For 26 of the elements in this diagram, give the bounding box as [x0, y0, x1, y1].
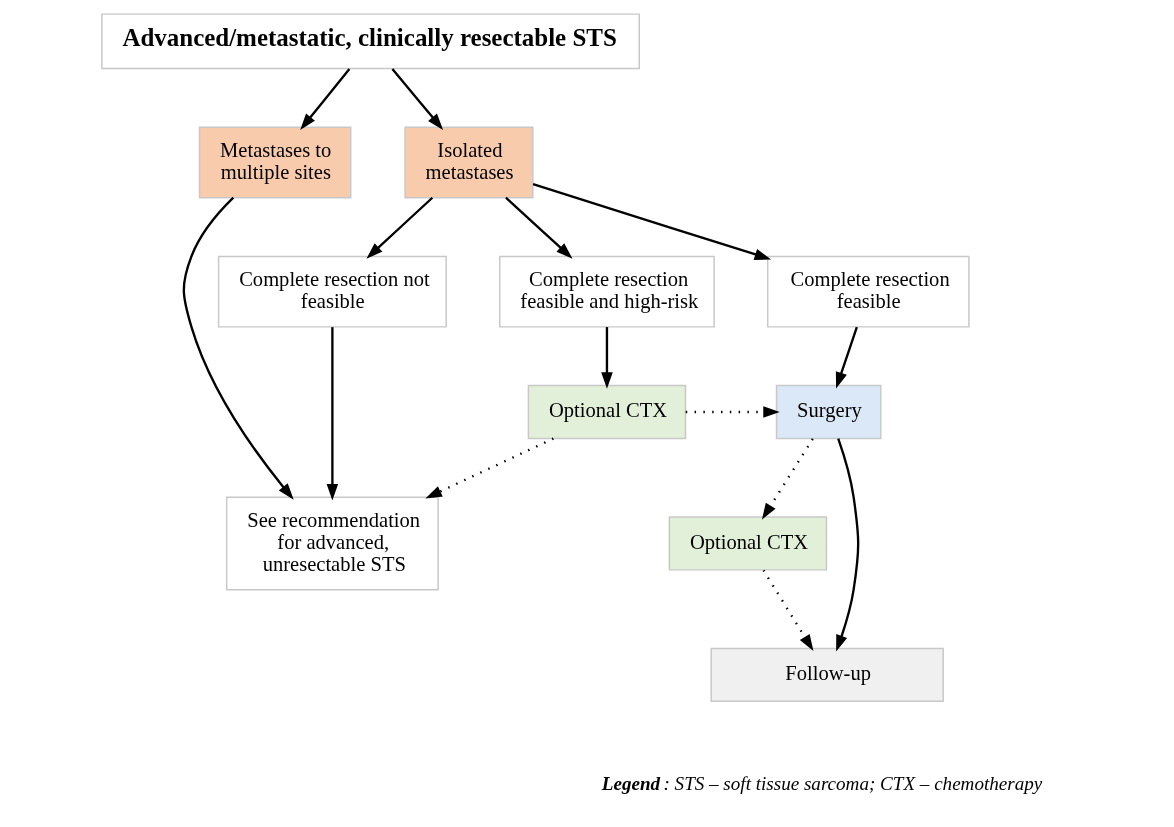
node-box: See recommendation for advanced, unresectable STS — [225, 496, 439, 591]
arrow — [326, 327, 338, 501]
arrow — [365, 196, 433, 259]
node-box: Surgery — [775, 384, 881, 440]
arrow — [761, 438, 814, 520]
arrow — [600, 327, 613, 389]
node-box: Complete resection feasible — [766, 255, 970, 328]
arrow — [182, 196, 294, 500]
node-box: Metastases to multiple sites — [198, 126, 351, 199]
arrow — [299, 68, 350, 130]
arrow — [835, 326, 858, 389]
node-box: Isolated metastases — [403, 126, 534, 199]
label: Legend: STS – soft tissue sarcoma; CTX – chemotherapy — [601, 772, 1042, 794]
arrow — [762, 569, 813, 652]
node-box: Optional CTX — [668, 516, 827, 571]
node-box: Optional CTX — [527, 384, 686, 440]
arrow — [835, 438, 859, 652]
node-box: Follow-up — [709, 647, 944, 702]
arrow — [391, 68, 443, 130]
arrow — [504, 196, 572, 259]
arrow — [424, 437, 554, 499]
node-box: Complete resection feasible and high-risk — [498, 255, 715, 328]
node-box: Complete resection not feasible — [217, 255, 447, 328]
node-box: Advanced/metastatic, clinically resectable STS — [100, 13, 640, 70]
arrow — [532, 183, 771, 260]
arrow — [685, 406, 780, 418]
